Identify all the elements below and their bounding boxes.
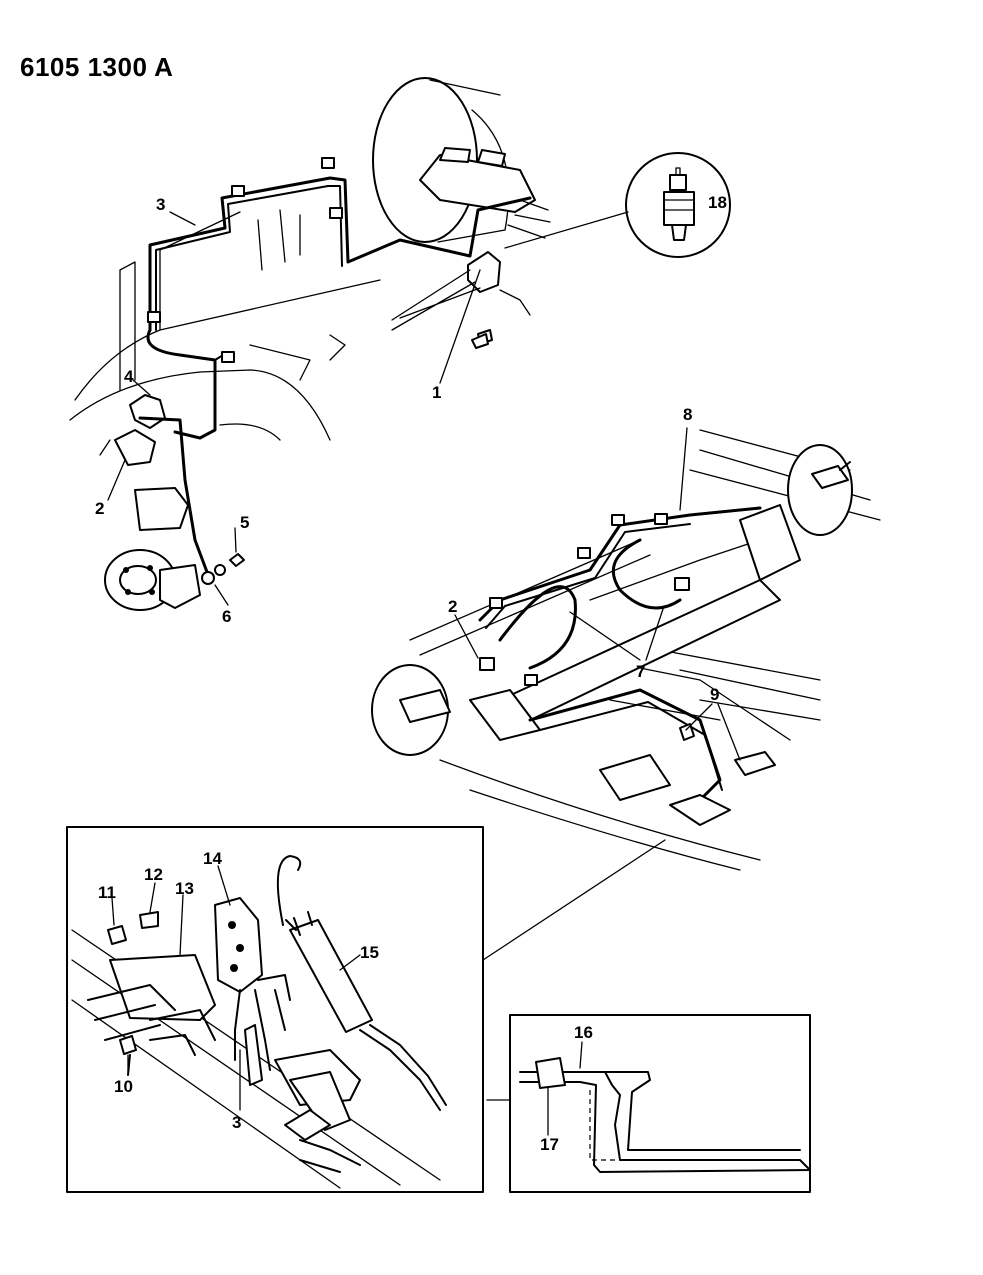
callout-8: 8 <box>683 405 692 424</box>
callout-labels: 3 4 2 5 6 1 18 8 2 7 9 14 12 13 11 15 10… <box>95 193 727 1154</box>
diagram-code: 6105 1300 A <box>20 52 174 82</box>
callout-11: 11 <box>98 883 116 902</box>
detail-circle-18 <box>625 152 731 258</box>
callout-14: 14 <box>203 849 222 868</box>
rear-axle-view <box>371 427 881 961</box>
callout-4: 4 <box>124 367 134 386</box>
callout-5: 5 <box>240 513 249 532</box>
callout-2-rear: 2 <box>448 597 457 616</box>
callout-15: 15 <box>360 943 379 962</box>
callout-2: 2 <box>95 499 104 518</box>
callout-13: 13 <box>175 879 194 898</box>
callout-17: 17 <box>540 1135 559 1154</box>
callout-16: 16 <box>574 1023 593 1042</box>
parking-brake-detail-box <box>66 826 484 1193</box>
clip-detail-box <box>486 1014 811 1193</box>
callout-18: 18 <box>708 193 727 212</box>
callout-3-detail: 3 <box>232 1113 241 1132</box>
callout-7: 7 <box>636 662 645 681</box>
callout-10: 10 <box>114 1077 133 1096</box>
callout-3: 3 <box>156 195 165 214</box>
callout-6: 6 <box>222 607 231 626</box>
master-cylinder <box>419 147 551 239</box>
callout-12: 12 <box>144 865 163 884</box>
front-brake-assembly <box>104 394 245 611</box>
callout-9: 9 <box>710 685 719 704</box>
front-view <box>69 77 629 611</box>
callout-1: 1 <box>432 383 441 402</box>
